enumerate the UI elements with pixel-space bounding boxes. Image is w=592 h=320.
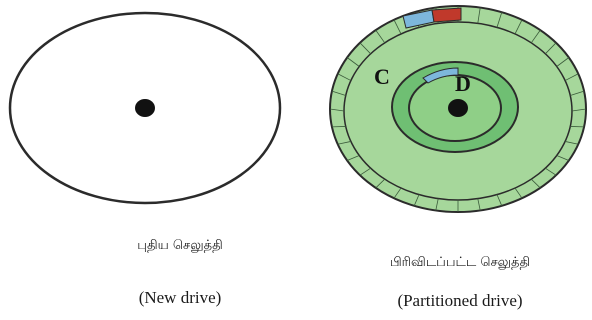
partitioned-drive-disk: C D [329, 5, 587, 213]
sector-tick [359, 167, 371, 176]
sector-tick [393, 187, 402, 199]
sector-tick [556, 155, 570, 161]
sector-tick [393, 19, 402, 35]
sector-tick [496, 194, 503, 206]
sector-tick [570, 90, 585, 96]
sector-tick [545, 42, 557, 55]
sector-tick [375, 29, 386, 44]
sector-tick [565, 141, 579, 145]
new-drive-caption-tamil: புதிய செலுத்தி [137, 238, 223, 253]
partition-d-label: D [455, 71, 471, 96]
partition-d-marker [422, 67, 459, 84]
boot-marker-red [431, 7, 462, 23]
partitioned-drive-caption-tamil: பிரிவிடப்பட்ட செலுத்தி [389, 255, 531, 270]
sector-tick [514, 19, 523, 35]
new-drive-spindle [135, 99, 155, 117]
sector-tick [359, 42, 371, 55]
new-drive-caption-english: (New drive) [138, 288, 222, 307]
sector-tick [571, 108, 587, 112]
sector-tick [545, 167, 557, 176]
sector-tick [375, 178, 386, 189]
sector-tick [435, 198, 439, 211]
sector-tick [564, 73, 579, 81]
sector-tick [556, 57, 570, 67]
sector-ticks [329, 6, 587, 212]
sector-tick [477, 7, 481, 24]
sector-tick [329, 108, 345, 112]
partition-c-label: C [374, 64, 390, 89]
new-drive-disk [8, 11, 282, 205]
partitioned-drive-caption-english: (Partitioned drive) [397, 291, 523, 310]
sector-tick [496, 12, 503, 28]
sector-tick [346, 155, 360, 161]
partitioned-drive-spindle [448, 99, 468, 117]
sector-tick [413, 194, 420, 206]
sector-tick [331, 90, 346, 96]
sector-tick [477, 198, 481, 211]
sector-tick [337, 73, 352, 81]
sector-tick [530, 29, 541, 44]
sector-tick [346, 57, 360, 67]
sector-tick [514, 187, 523, 199]
sector-tick [530, 178, 541, 189]
sector-tick [337, 141, 351, 145]
